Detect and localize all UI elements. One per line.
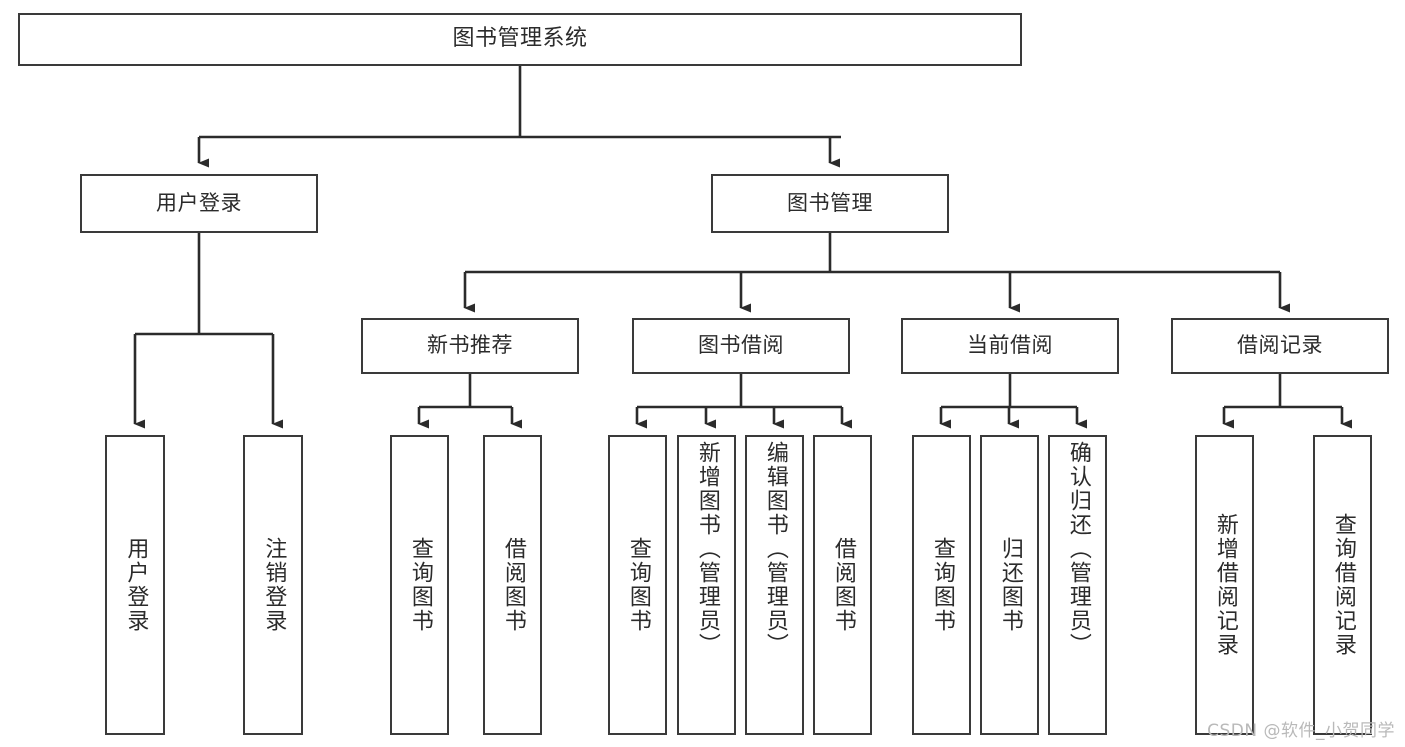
- node-label: 图书管理系统: [452, 26, 588, 52]
- node-label: 新书推荐: [427, 333, 513, 358]
- node-leaf-query-book-3[interactable]: 查询图书: [912, 435, 971, 735]
- node-label: 确认归还（管理员）: [1065, 441, 1091, 657]
- node-label: 用户登录: [156, 190, 242, 215]
- connector-group-new-book-rec: [417, 374, 522, 429]
- node-label: 新增借阅记录: [1212, 513, 1238, 657]
- node-label: 借阅记录: [1237, 333, 1323, 358]
- node-label: 注销登录: [261, 537, 287, 633]
- node-user-login[interactable]: 用户登录: [80, 174, 318, 233]
- node-book-borrow[interactable]: 图书借阅: [632, 318, 850, 374]
- node-leaf-query-book-2[interactable]: 查询图书: [608, 435, 667, 735]
- connector-group-book-manage: [463, 233, 1290, 313]
- node-current-borrow[interactable]: 当前借阅: [901, 318, 1119, 374]
- node-label: 查询图书: [407, 537, 433, 633]
- node-root-system[interactable]: 图书管理系统: [18, 13, 1022, 66]
- connector-group-user-login: [133, 233, 283, 429]
- node-leaf-borrow-book-1[interactable]: 借阅图书: [483, 435, 542, 735]
- node-label: 查询图书: [625, 537, 651, 633]
- connector-group-borrow-record: [1222, 374, 1352, 429]
- node-label: 查询借阅记录: [1330, 513, 1356, 657]
- node-leaf-confirm-return[interactable]: 确认归还（管理员）: [1048, 435, 1107, 735]
- node-book-manage[interactable]: 图书管理: [711, 174, 949, 233]
- node-leaf-logout[interactable]: 注销登录: [243, 435, 303, 735]
- node-leaf-user-login[interactable]: 用户登录: [105, 435, 165, 735]
- node-borrow-record[interactable]: 借阅记录: [1171, 318, 1389, 374]
- connector-group-current-borrow: [939, 374, 1087, 429]
- node-leaf-edit-book[interactable]: 编辑图书（管理员）: [745, 435, 804, 735]
- node-label: 图书管理: [787, 190, 873, 215]
- node-leaf-add-borrow-record[interactable]: 新增借阅记录: [1195, 435, 1254, 735]
- node-label: 借阅图书: [500, 537, 526, 633]
- node-label: 查询图书: [929, 537, 955, 633]
- node-label: 当前借阅: [967, 333, 1053, 358]
- node-label: 归还图书: [997, 537, 1023, 633]
- node-label: 图书借阅: [698, 333, 784, 358]
- connector-group-root: [197, 66, 841, 168]
- node-leaf-query-book-1[interactable]: 查询图书: [390, 435, 449, 735]
- connector-group-book-borrow: [635, 374, 852, 429]
- node-new-book-recommend[interactable]: 新书推荐: [361, 318, 579, 374]
- node-label: 新增图书（管理员）: [694, 441, 720, 657]
- node-label: 编辑图书（管理员）: [762, 441, 788, 657]
- node-leaf-add-book[interactable]: 新增图书（管理员）: [677, 435, 736, 735]
- node-leaf-borrow-book-2[interactable]: 借阅图书: [813, 435, 872, 735]
- node-leaf-return-book[interactable]: 归还图书: [980, 435, 1039, 735]
- csdn-watermark: CSDN @软件_小贺同学: [1207, 721, 1395, 741]
- node-label: 借阅图书: [830, 537, 856, 633]
- node-label: 用户登录: [123, 537, 149, 633]
- node-leaf-query-borrow-record[interactable]: 查询借阅记录: [1313, 435, 1372, 735]
